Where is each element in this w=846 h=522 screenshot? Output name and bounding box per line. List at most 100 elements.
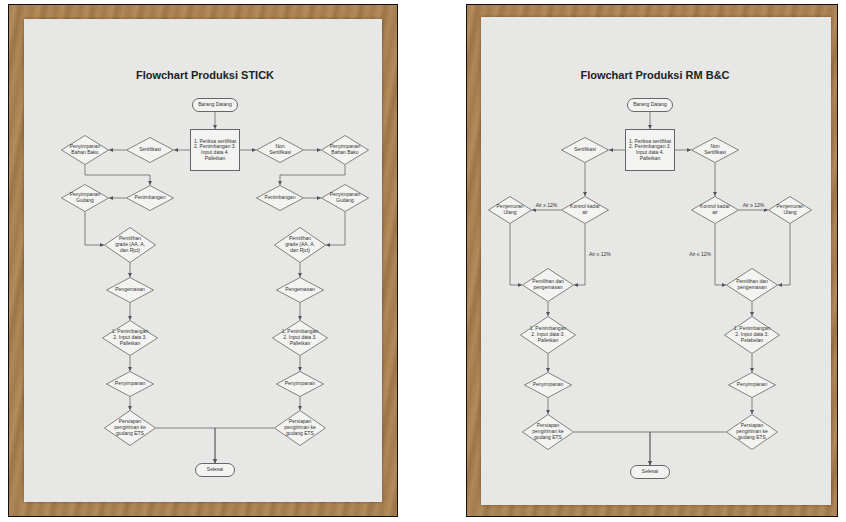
flow-arrow	[300, 303, 301, 320]
flow-arrow	[85, 165, 150, 185]
decision-diamond: 1. Penimbangan 2. Input data 3. Palletka…	[520, 316, 576, 354]
node-text: 1. Penimbangan 2. Input data 3. Pelabela…	[734, 326, 771, 343]
node-text: Pemilihan dan pengemasan	[735, 279, 769, 291]
node-text: Pengemasan	[284, 287, 316, 293]
flow-arrow	[130, 303, 131, 320]
node-label: Penyimpanan	[532, 382, 564, 388]
node-label: Sertifikasi	[569, 147, 601, 153]
node-label: Non Sertifikasi	[264, 144, 296, 156]
diamond-shape	[523, 415, 574, 450]
decision-diamond: Kontrol kadar air	[561, 196, 609, 224]
decision-diamond: Penyimpanan Gudang	[61, 184, 109, 212]
node-label: Pengemasan	[284, 287, 316, 293]
flow-arrow	[304, 150, 321, 151]
decision-diamond: Pengemasan	[276, 277, 324, 303]
node-text: Penyimpanan Bahan Baku	[69, 144, 101, 156]
diamond-shape	[273, 321, 328, 356]
diamond-shape	[275, 411, 326, 446]
diamond-shape	[562, 197, 609, 224]
node-label: Barang Datang	[195, 102, 235, 108]
flow-arrow	[304, 198, 321, 199]
diamond-shape	[275, 228, 326, 263]
node-text: 1. Periksa sertifikat 2. Penimbangan 3. …	[628, 139, 672, 162]
diamond-shape	[277, 372, 324, 397]
flow-arrow	[85, 212, 104, 245]
diamond-shape	[692, 197, 739, 224]
node-label: Persiapan pengiriman ke gudang ETS	[735, 423, 769, 440]
node-label: Pengemasan	[114, 287, 146, 293]
flow-arrow	[752, 354, 753, 372]
diamond-shape	[562, 138, 609, 163]
node-text: Non Sertifikasi	[264, 144, 296, 156]
decision-diamond: Persiapan pengiriman ke gudang ETS	[274, 410, 326, 446]
diamond-shape	[769, 197, 812, 224]
node-label: Penyimpanan Bahan Baku	[329, 144, 361, 156]
decision-diamond: Pemilihan grade (AA, A, dan Rjct)	[104, 227, 156, 263]
terminal-box: Barang Datang	[627, 98, 673, 112]
flow-arrow	[300, 263, 301, 277]
flow-arrow	[240, 150, 256, 151]
flow-arrow	[174, 150, 190, 151]
decision-diamond: Persiapan pengiriman ke gudang ETS	[104, 410, 156, 446]
edge-label: Air ≤ 12%	[688, 252, 712, 258]
node-label: Selesai	[198, 467, 232, 473]
flow-arrow	[752, 302, 753, 316]
node-label: Barang Datang	[630, 102, 670, 108]
decision-diamond: Penyimpanan	[276, 371, 324, 397]
decision-diamond: Persiapan pengiriman ke gudang ETS	[522, 414, 574, 450]
diamond-shape	[489, 197, 532, 224]
decision-diamond: Persiapan pengiriman ke gudang ETS	[726, 414, 778, 450]
diamond-shape	[727, 269, 778, 302]
diamond-shape	[105, 228, 156, 263]
diamond-shape	[62, 136, 109, 165]
node-text: Non Sertifikasi	[699, 144, 731, 156]
diamond-shape	[127, 138, 174, 163]
flow-arrow	[585, 163, 586, 196]
node-label: Penimbangan	[264, 195, 296, 201]
flow-arrow	[650, 432, 726, 465]
decision-diamond: Penimbangan	[126, 185, 174, 211]
node-label: Penyimpanan	[114, 381, 146, 387]
flow-arrow	[574, 224, 585, 285]
node-text: Selesai	[198, 467, 232, 473]
decision-diamond: Penyimpanan	[106, 371, 154, 397]
decision-diamond: Sertifikasi	[561, 137, 609, 163]
decision-diamond: Penyimpanan Gudang	[321, 184, 369, 212]
node-label: Sertifikasi	[134, 147, 166, 153]
node-label: Penyimpanan Bahan Baku	[69, 144, 101, 156]
node-text: Selesai	[633, 469, 667, 475]
node-label: Pemilihan dan pengemasan	[531, 279, 565, 291]
terminal-box: Selesai	[630, 465, 670, 479]
decision-diamond: Penyimpanan Bahan Baku	[321, 135, 369, 165]
flow-arrow	[675, 150, 691, 151]
node-label: Persiapan pengiriman ke gudang ETS	[113, 419, 147, 436]
decision-diamond: Pemilihan dan pengemasan	[726, 268, 778, 302]
node-text: Penyimpanan	[736, 382, 768, 388]
node-label: Kontrol kadar air	[699, 204, 731, 216]
edge-label: Air ≥ 12%	[742, 203, 766, 209]
diamond-shape	[257, 186, 304, 211]
decision-diamond: 1. Penimbangan 2. Input data 3. Palletka…	[102, 320, 158, 356]
decision-diamond: 1. Penimbangan 2. Input data 3. Palletka…	[272, 320, 328, 356]
node-text: Penimbangan	[264, 195, 296, 201]
node-text: Pengemasan	[114, 287, 146, 293]
paper-sheet	[24, 19, 382, 502]
node-text: Penyimpanan Gudang	[329, 192, 361, 204]
chart-title: Flowchart Produksi STICK	[136, 69, 274, 81]
node-label: 1. Penimbangan 2. Input data 3. Palletka…	[530, 326, 567, 343]
node-text: Pemilihan dan pengemasan	[531, 279, 565, 291]
node-label: Penjemuran Ulang	[775, 204, 804, 216]
node-text: Penyimpanan	[532, 382, 564, 388]
node-label: Penyimpanan Gudang	[69, 192, 101, 204]
diamond-shape	[692, 138, 739, 163]
node-label: Pemilihan grade (AA, A, dan Rjct)	[113, 236, 147, 253]
diamond-shape	[729, 373, 776, 398]
decision-diamond: 1. Penimbangan 2. Input data 3. Pelabela…	[724, 316, 780, 354]
node-label: 1. Periksa sertifikat 2. Penimbangan 3. …	[193, 139, 237, 162]
decision-diamond: Penjemuran Ulang	[488, 196, 532, 224]
flow-arrow	[650, 112, 651, 129]
flow-arrow	[609, 150, 625, 151]
flow-arrow	[548, 302, 549, 316]
node-text: 1. Periksa sertifikat 2. Penimbangan 3. …	[193, 139, 237, 162]
node-label: Kontrol kadar air	[569, 204, 601, 216]
